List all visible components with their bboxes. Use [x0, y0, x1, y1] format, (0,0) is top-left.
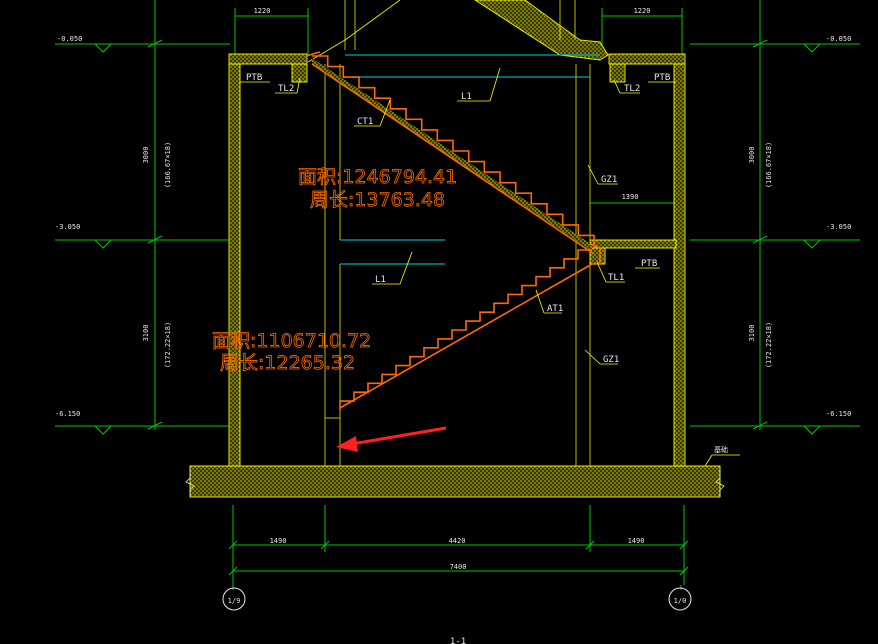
label-at1: AT1 — [547, 304, 563, 314]
label-gz1-upper: GZ1 — [601, 175, 617, 185]
dim-right-upper: 3000 — [748, 147, 756, 164]
dim-bottom-total: 7400 — [450, 563, 467, 571]
lower-perimeter-text: 周长:12265.32 — [220, 352, 355, 374]
upper-flight-soffit — [311, 63, 595, 255]
label-foundation-note: 基础 — [714, 445, 728, 454]
axis-label-right: 1/0 — [674, 597, 687, 605]
label-gz1-lower: GZ1 — [603, 355, 619, 365]
label-l1-mid: L1 — [375, 275, 386, 285]
label-ptb-mid: PTB — [641, 259, 657, 269]
dim-right-upper-sub: (166.67×18) — [765, 142, 773, 188]
upper-flight-steps — [312, 55, 595, 246]
dim-right-lower-sub: (172.22×18) — [765, 322, 773, 368]
walls — [189, 0, 721, 498]
beams — [340, 54, 600, 265]
elev-right-bottom: -6.150 — [826, 410, 851, 418]
pointer-arrow — [336, 426, 447, 452]
dim-bottom-left: 1490 — [270, 537, 287, 545]
lower-area-text: 面积:1106710.72 — [212, 330, 371, 352]
label-ptb-top-right: PTB — [654, 73, 670, 83]
dimension-text: 1220 1220 1490 4420 1490 7400 1390 3000 … — [55, 7, 851, 571]
dim-left-lower-sub: (172.22×18) — [164, 322, 172, 368]
dim-right-lower: 3100 — [748, 325, 756, 342]
dim-top-right: 1220 — [634, 7, 651, 15]
elev-right-top: -0.050 — [826, 35, 851, 43]
dimension-lines — [55, 0, 860, 590]
dim-left-upper: 3000 — [142, 147, 150, 164]
section-title: 1-1 — [450, 637, 466, 644]
dim-bottom-right: 1490 — [628, 537, 645, 545]
label-ct1: CT1 — [357, 117, 373, 127]
elev-left-mid: -3.050 — [55, 223, 80, 231]
upper-flight-hatch — [312, 58, 594, 250]
label-l1-top: L1 — [461, 92, 472, 102]
elevation-markers — [94, 43, 821, 435]
stair-outlines — [305, 51, 601, 410]
label-tl1: TL1 — [608, 273, 624, 283]
lower-flight-soffit — [339, 263, 593, 409]
axis-label-left: 1/9 — [228, 597, 241, 605]
dim-bottom-mid: 4420 — [449, 537, 466, 545]
upper-perimeter-text: 周长:13763.48 — [310, 189, 445, 211]
label-leaders — [240, 67, 740, 467]
dim-right-gap: 1390 — [622, 193, 639, 201]
axis-bubble-right — [668, 587, 692, 611]
dim-top-left: 1220 — [254, 7, 271, 15]
elev-right-mid: -3.050 — [826, 223, 851, 231]
elev-left-top: -0.050 — [57, 35, 82, 43]
label-tl2-left: TL2 — [278, 84, 294, 94]
landing-outline — [305, 51, 601, 265]
upper-area-text: 面积:1246794.41 — [298, 166, 457, 188]
axis-bubble-left — [222, 587, 246, 611]
measurement-overlays: 面积:1246794.41 周长:13763.48 面积:1106710.72 … — [212, 166, 458, 375]
label-ptb-top-left: PTB — [246, 73, 262, 83]
elev-left-bottom: -6.150 — [55, 410, 80, 418]
dim-left-upper-sub: (166.67×18) — [164, 142, 172, 188]
label-tl2-right: TL2 — [624, 84, 640, 94]
dim-left-lower: 3100 — [142, 325, 150, 342]
element-labels: PTB TL2 L1 CT1 PTB TL2 GZ1 L1 TL1 PTB AT… — [228, 73, 728, 644]
break-marks — [185, 470, 725, 497]
inner-lines — [324, 0, 591, 466]
